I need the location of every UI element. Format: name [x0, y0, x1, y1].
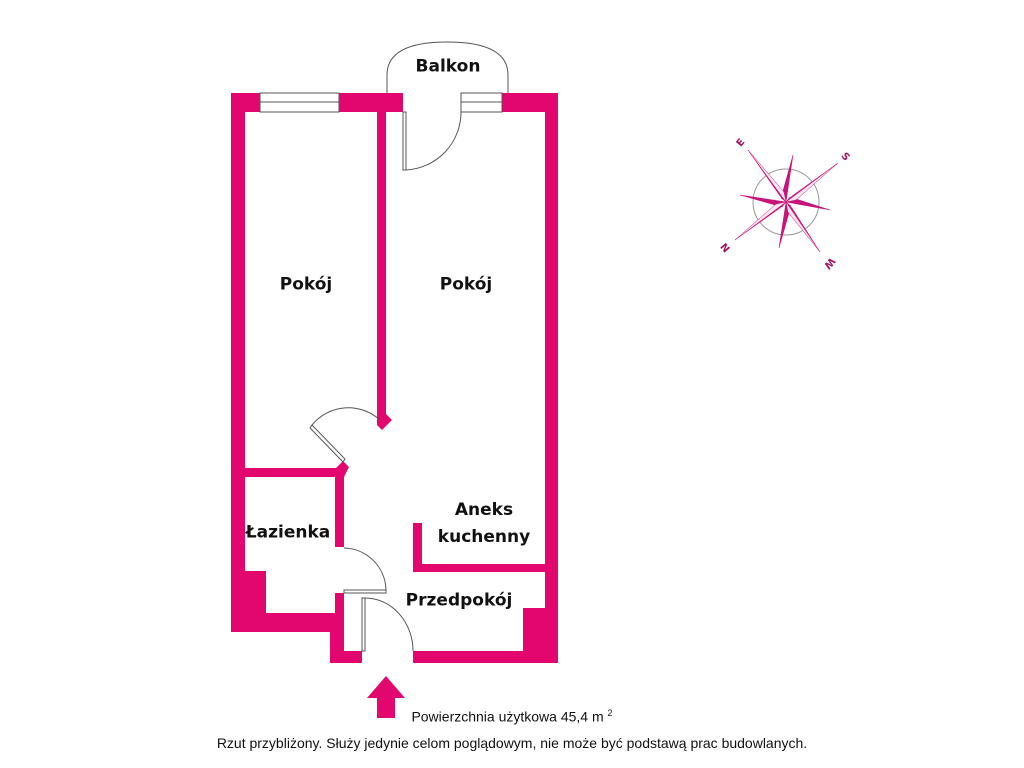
bathroom-door-leaf	[343, 589, 387, 594]
room-label-bathroom: Łazienka	[245, 522, 331, 543]
wall-bottom-right	[413, 651, 558, 663]
bathroom-block	[245, 571, 266, 613]
bathroom-door-swing	[343, 547, 387, 591]
area-note: Powierzchnia użytkowa 45,4 m 2	[0, 708, 1024, 725]
entrance-arrow-icon	[367, 676, 405, 718]
room-label-kitchen: Aneks kuchenny	[438, 497, 530, 551]
room-label-room-right: Pokój	[439, 274, 493, 295]
disclaimer: Rzut przybliżony. Służy jedynie celom po…	[216, 735, 808, 751]
wall-kitchen-vertical	[413, 523, 422, 572]
wall-bathroom-right	[335, 477, 344, 547]
wall-bathroom-bottom	[231, 613, 344, 632]
entrance-door-leaf	[361, 597, 366, 652]
wall-right	[545, 93, 558, 663]
wall-top-right	[502, 93, 558, 112]
balcony-door-leaf	[402, 111, 407, 171]
area-text: Powierzchnia użytkowa 45,4 m	[411, 708, 604, 725]
wall-bathroom-top	[245, 461, 349, 477]
balcony-outline	[386, 41, 509, 93]
entrance-door-swing	[364, 597, 414, 652]
room-door-leaf	[309, 424, 346, 463]
balcony-door-swing	[405, 111, 462, 171]
room-label-balcony: Balkon	[415, 56, 481, 77]
area-superscript: 2	[607, 708, 613, 718]
wall-partition	[377, 112, 392, 430]
room-label-room-left: Pokój	[279, 274, 333, 295]
kitchen-line-2: kuchenny	[437, 527, 531, 547]
wall-kitchen-horizontal	[413, 564, 545, 572]
wall-bottom-left	[330, 651, 362, 663]
room-label-hallway: Przedpokój	[405, 590, 513, 611]
wall-left	[231, 93, 245, 632]
compass-rose-icon	[734, 149, 839, 253]
walls	[231, 93, 558, 663]
wall-top-middle	[339, 93, 403, 112]
kitchen-line-1: Aneks	[454, 500, 514, 520]
room-door-swing	[311, 407, 381, 426]
openings	[259, 41, 509, 652]
hallway-block	[523, 608, 545, 651]
